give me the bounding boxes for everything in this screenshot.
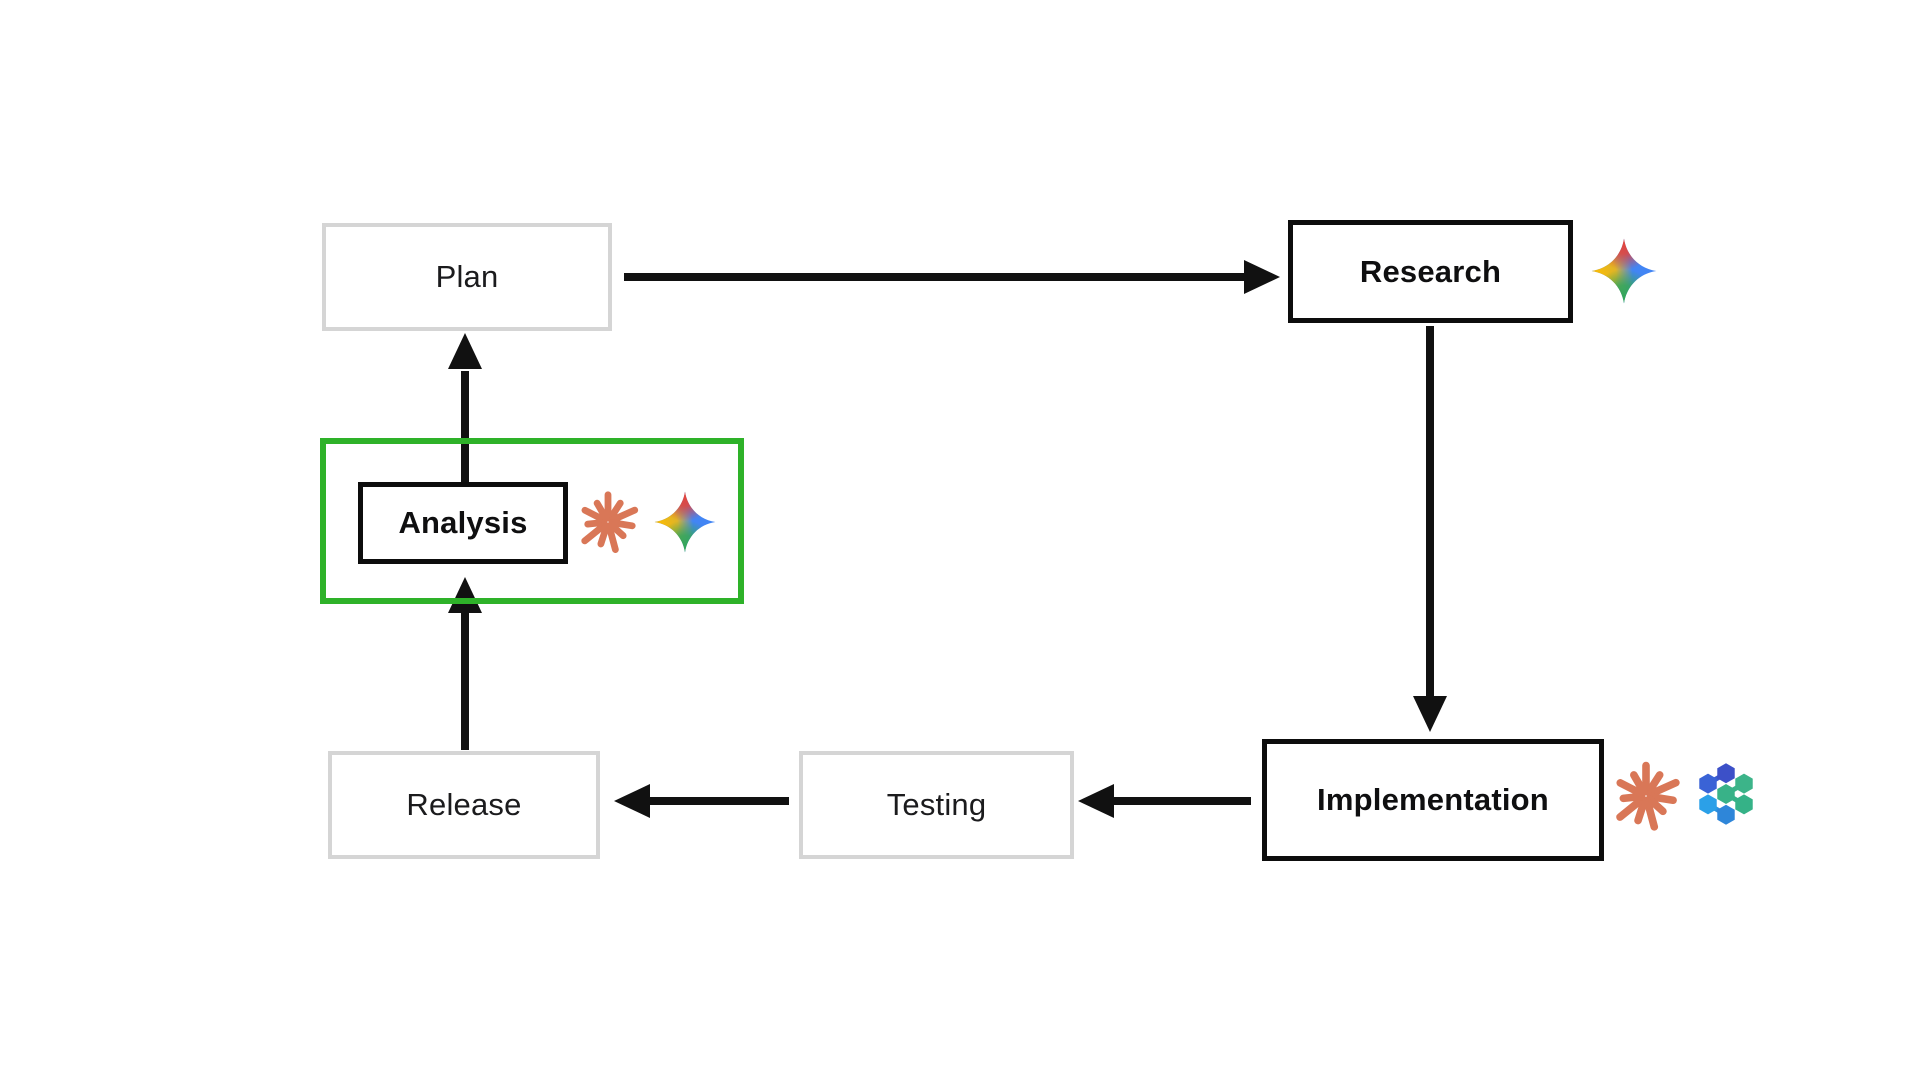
edge-analysis-to-plan (448, 333, 482, 483)
claude-icon (1616, 761, 1680, 831)
edge-release-to-analysis (448, 577, 482, 750)
node-analysis[interactable]: Analysis (358, 482, 568, 564)
node-research-label: Research (1359, 253, 1502, 289)
edge-testing-to-release (614, 784, 789, 818)
node-research[interactable]: Research (1288, 220, 1573, 323)
gemini-icon (654, 491, 716, 553)
hexagon-cluster-icon (1699, 763, 1753, 825)
edge-plan-to-research (624, 260, 1280, 294)
edge-research-to-implementation (1413, 326, 1447, 732)
analysis-highlight-frame[interactable] (320, 438, 744, 604)
node-implementation[interactable]: Implementation (1262, 739, 1604, 861)
node-plan[interactable]: Plan (322, 223, 612, 331)
edge-implementation-to-testing (1078, 784, 1251, 818)
node-release-label: Release (406, 787, 522, 822)
claude-icon (581, 491, 639, 554)
node-analysis-label: Analysis (398, 505, 528, 540)
node-testing-label: Testing (886, 787, 987, 822)
node-plan-label: Plan (435, 259, 499, 294)
node-testing[interactable]: Testing (799, 751, 1074, 859)
node-implementation-label: Implementation (1317, 782, 1549, 817)
node-release[interactable]: Release (328, 751, 600, 859)
gemini-icon (1591, 238, 1657, 304)
